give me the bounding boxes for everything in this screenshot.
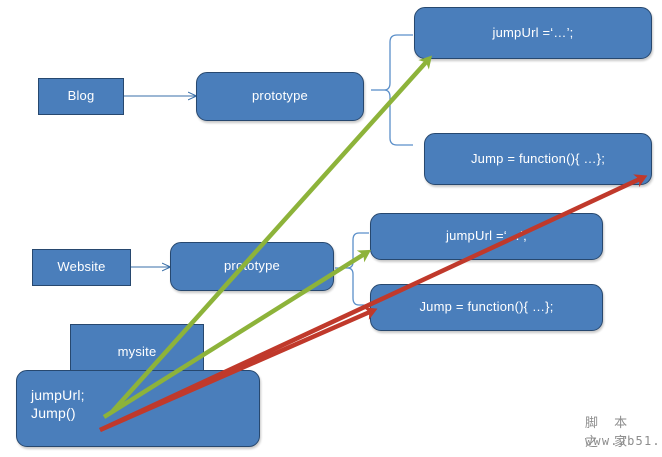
node-jump-mid-label: Jump = function(){ …};	[419, 299, 554, 315]
node-mysite-label: mysite	[117, 343, 157, 359]
brace-website-prototype	[335, 232, 369, 306]
watermark-url: www.Jb51.net	[585, 434, 662, 448]
node-website-label: Website	[57, 259, 106, 275]
node-blog-label: Blog	[67, 88, 95, 104]
node-jump-top-label: Jump = function(){ …};	[470, 150, 606, 166]
brace-blog-prototype	[371, 34, 413, 146]
node-jump-top[interactable]: Jump = function(){ …};	[424, 133, 652, 185]
node-website[interactable]: Website	[32, 249, 131, 286]
node-jumpurl-top[interactable]: jumpUrl =‘…’;	[414, 7, 652, 59]
node-mysite-members-label: jumpUrl; Jump()	[31, 387, 85, 421]
node-jump-mid[interactable]: Jump = function(){ …};	[370, 284, 603, 331]
node-website-prototype[interactable]: prototype	[170, 242, 334, 291]
node-blog-prototype-label: prototype	[251, 88, 308, 104]
node-jumpurl-mid-label: jumpUrl =‘…’;	[446, 228, 527, 244]
node-website-prototype-label: prototype	[223, 258, 280, 274]
node-jumpurl-mid[interactable]: jumpUrl =‘…’;	[370, 213, 603, 260]
node-blog-prototype[interactable]: prototype	[196, 72, 364, 121]
node-jumpurl-top-label: jumpUrl =‘…’;	[492, 24, 574, 40]
node-blog[interactable]: Blog	[38, 78, 124, 115]
node-mysite-members[interactable]: jumpUrl; Jump()	[16, 370, 260, 447]
